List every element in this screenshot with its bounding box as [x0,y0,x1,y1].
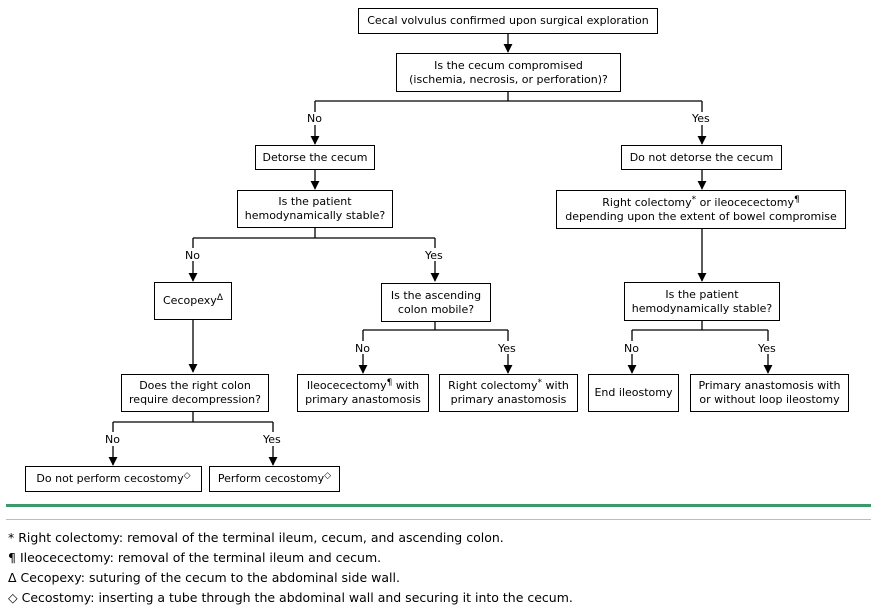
not-detorse-box: Do not detorse the cecum [621,145,782,170]
mobile-question-line1: Is the ascending [390,288,482,302]
footnote-rule [6,519,871,520]
label-no-compromised: No [307,112,322,125]
mobile-question-line2: colon mobile? [397,302,475,316]
stable-question-left-line1: Is the patient [278,195,352,208]
detorse-text: Detorse the cecum [262,150,368,164]
ileocecectomy-anastomosis-line2: primary anastomosis [305,393,421,406]
cecostomy-text: Perform cecostomy◇ [217,471,332,486]
resection-box: Right colectomy* or ileocecectomy¶ depen… [556,190,846,229]
no-cecostomy-box: Do not perform cecostomy◇ [25,466,202,492]
cecopexy-text: CecopexyΔ [163,293,223,308]
label-yes-compromised: Yes [692,112,710,125]
resection-line1: Right colectomy* or ileocecectomy¶ [602,194,800,209]
detorse-box: Detorse the cecum [255,145,375,170]
compromised-question-line1: Is the cecum compromised [434,58,583,72]
resection-line2: depending upon the extent of bowel compr… [565,209,837,223]
label-no-mobile: No [355,342,370,355]
end-ileostomy-text: End ileostomy [594,386,673,399]
label-no-decompress: No [105,433,120,446]
label-yes-decompress: Yes [263,433,281,446]
not-detorse-text: Do not detorse the cecum [629,150,774,164]
compromised-question-box: Is the cecum compromised (ischemia, necr… [396,53,621,92]
right-colectomy-anastomosis-box: Right colectomy* with primary anastomosi… [439,374,578,412]
end-ileostomy-box: End ileostomy [588,374,679,412]
ileocecectomy-anastomosis-box: Ileocecectomy¶ with primary anastomosis [297,374,429,412]
stable-question-right-line1: Is the patient [665,287,739,301]
footnotes: * Right colectomy: removal of the termin… [8,528,573,608]
cecostomy-box: Perform cecostomy◇ [209,466,340,492]
start-box: Cecal volvulus confirmed upon surgical e… [358,8,658,34]
primary-anastomosis-line2: or without loop ileostomy [699,393,840,406]
decompress-question-box: Does the right colon require decompressi… [121,374,269,412]
label-no-stable-left: No [185,249,200,262]
decompress-question-line1: Does the right colon [139,379,251,392]
mobile-question-box: Is the ascending colon mobile? [381,283,491,322]
footnote-separator [6,504,871,507]
footnote-cecopexy: Δ Cecopexy: suturing of the cecum to the… [8,570,400,585]
stable-question-box-right: Is the patient hemodynamically stable? [624,282,780,321]
label-yes-stable-right: Yes [758,342,776,355]
label-no-stable-right: No [624,342,639,355]
footnote-right-colectomy: * Right colectomy: removal of the termin… [8,530,504,545]
compromised-question-line2: (ischemia, necrosis, or perforation)? [409,72,608,86]
no-cecostomy-text: Do not perform cecostomy◇ [36,471,191,486]
primary-anastomosis-line1: Primary anastomosis with [698,379,841,392]
ileocecectomy-anastomosis-line1: Ileocecectomy¶ with [306,378,420,393]
footnote-cecostomy: ◇ Cecostomy: inserting a tube through th… [8,590,573,605]
primary-anastomosis-box: Primary anastomosis with or without loop… [690,374,849,412]
start-text: Cecal volvulus confirmed upon surgical e… [367,14,649,27]
stable-question-left-line2: hemodynamically stable? [244,209,386,222]
cecopexy-box: CecopexyΔ [154,282,232,320]
right-colectomy-anastomosis-line2: primary anastomosis [450,393,567,406]
footnote-ileocecectomy: ¶ Ileocecectomy: removal of the terminal… [8,550,382,565]
right-colectomy-anastomosis-line1: Right colectomy* with [448,378,569,393]
label-yes-stable-left: Yes [425,249,443,262]
label-yes-mobile: Yes [498,342,516,355]
stable-question-box-left: Is the patient hemodynamically stable? [237,190,393,228]
stable-question-right-line2: hemodynamically stable? [631,301,773,315]
decompress-question-line2: require decompression? [129,393,261,406]
